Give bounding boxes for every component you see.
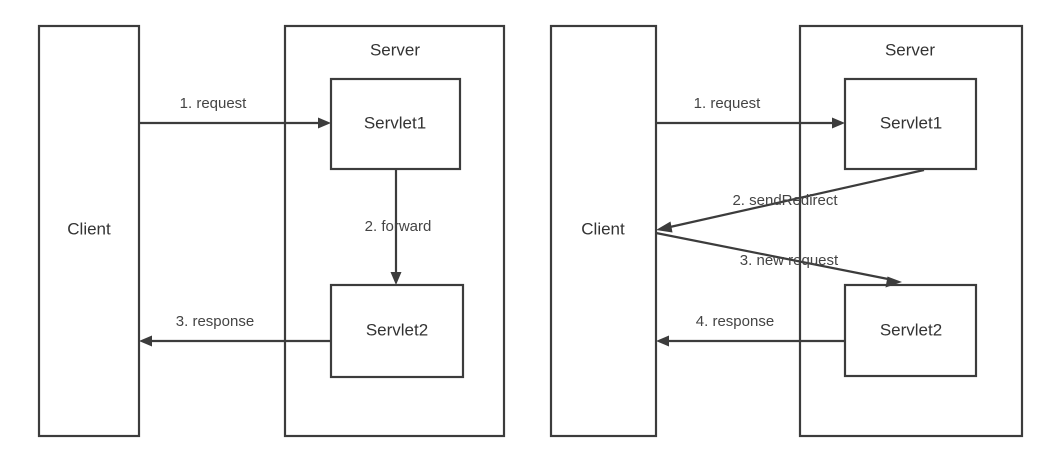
edge-2-forward-label: 2. forward xyxy=(365,218,432,235)
edge-3-new-request: 3. new request xyxy=(655,231,902,288)
servlet1-box-sendredirect[interactable] xyxy=(843,77,978,171)
servlet1-label-forward: Servlet1 xyxy=(364,113,426,132)
client-label-forward: Client xyxy=(67,219,111,238)
edge-1-request-label-sendredirect: 1. request xyxy=(694,95,762,112)
edge-3-new-request-label: 3. new request xyxy=(740,252,839,269)
panel-forward: Client Server Servlet1 Servlet2 1. reque… xyxy=(37,24,506,438)
edge-1-request-sendredirect: 1. request xyxy=(656,95,845,129)
arrowhead-icon xyxy=(139,335,152,347)
arrowhead-icon xyxy=(390,272,402,285)
edge-3-response-forward: 3. response xyxy=(139,313,331,347)
edge-2-forward-forward: 2. forward xyxy=(365,169,432,285)
server-label-sendredirect: Server xyxy=(885,40,935,59)
servlet1-label-sendredirect: Servlet1 xyxy=(880,113,942,132)
edge-3-new-request-line xyxy=(655,231,889,281)
client-box-forward[interactable] xyxy=(37,24,141,438)
arrowhead-icon xyxy=(656,335,669,347)
arrowhead-icon xyxy=(656,221,673,233)
edge-2-sendredirect-label: 2. sendRedirect xyxy=(732,192,838,209)
client-box-sendredirect[interactable] xyxy=(549,24,658,438)
arrowhead-icon xyxy=(885,276,902,288)
arrowhead-icon xyxy=(318,117,331,129)
server-label-forward: Server xyxy=(370,40,420,59)
edge-2-sendredirect: 2. sendRedirect xyxy=(656,168,925,233)
arrowhead-icon xyxy=(832,117,845,129)
edge-4-response-sendredirect: 4. response xyxy=(656,313,845,347)
edge-2-sendredirect-line xyxy=(669,168,925,229)
servlet2-label-forward: Servlet2 xyxy=(366,320,428,339)
servlet2-box-forward[interactable] xyxy=(329,283,465,379)
servlet2-label-sendredirect: Servlet2 xyxy=(880,320,942,339)
edge-4-response-label-sendredirect: 4. response xyxy=(696,313,774,330)
servlet2-box-sendredirect[interactable] xyxy=(843,283,978,378)
client-label-sendredirect: Client xyxy=(581,219,625,238)
panel-sendredirect: Client Server Servlet1 Servlet2 1. reque… xyxy=(549,24,1024,438)
servlet1-box-forward[interactable] xyxy=(329,77,462,171)
edge-1-request-label-forward: 1. request xyxy=(180,95,248,112)
edge-1-request-forward: 1. request xyxy=(139,95,331,129)
edge-3-response-label-forward: 3. response xyxy=(176,313,254,330)
